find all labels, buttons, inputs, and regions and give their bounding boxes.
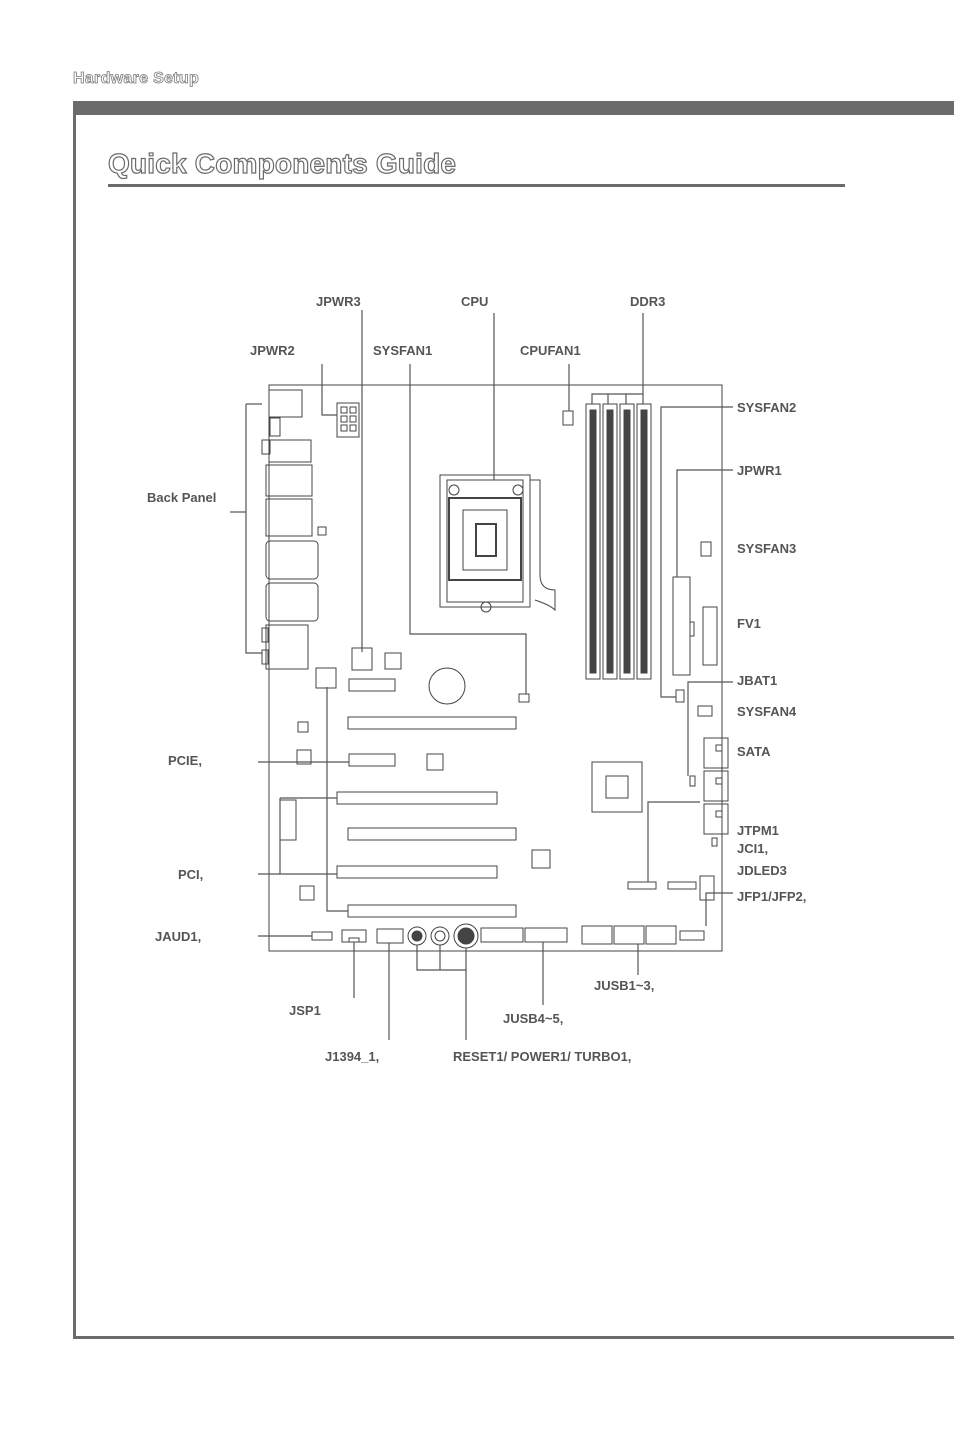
jci1-header: [712, 838, 717, 846]
sysfan2-header: [676, 690, 684, 702]
label-reset-power-turbo: RESET1/ POWER1/ TURBO1,: [453, 1049, 631, 1064]
label-jsp1: JSP1: [289, 1003, 321, 1018]
label-jbat1: JBAT1: [737, 673, 777, 688]
reset-power-turbo-buttons: [408, 924, 478, 948]
jusb1-3-headers: [582, 926, 704, 944]
label-jaud1: JAUD1,: [155, 929, 201, 944]
jsp1-header: [342, 930, 366, 942]
cpu-socket: [440, 475, 555, 612]
jfp-header: [700, 876, 714, 900]
pcie-x16-slots: [348, 717, 516, 917]
label-jpwr1: JPWR1: [737, 463, 782, 478]
sysfan4-header: [698, 706, 712, 716]
label-j1394: J1394_1,: [325, 1049, 379, 1064]
jdled3-header: [668, 882, 696, 889]
label-jusb4-5: JUSB4~5,: [503, 1011, 563, 1026]
sata-ports: [704, 738, 728, 834]
label-jdled3: JDLED3: [737, 863, 787, 878]
fv1-header: [703, 607, 717, 665]
back-panel-connectors: [262, 390, 326, 669]
jpwr2-pins: [341, 407, 356, 431]
jbat1-jumper: [690, 776, 695, 786]
pci-slots: [337, 792, 497, 878]
label-sysfan4: SYSFAN4: [737, 704, 797, 719]
label-sysfan2: SYSFAN2: [737, 400, 796, 415]
jaud1-header: [312, 932, 332, 940]
label-jpwr2: JPWR2: [250, 343, 295, 358]
label-fv1: FV1: [737, 616, 761, 631]
jpwr1-connector: [673, 577, 690, 675]
chipset: [592, 762, 642, 812]
label-sysfan3: SYSFAN3: [737, 541, 796, 556]
jtpm1-header: [628, 882, 656, 889]
label-sysfan1: SYSFAN1: [373, 343, 432, 358]
label-cpufan1: CPUFAN1: [520, 343, 581, 358]
sysfan3-header: [701, 542, 711, 556]
pcie-x1-slots: [349, 679, 395, 766]
label-pci: PCI,: [178, 867, 203, 882]
cpufan1-header: [563, 411, 573, 425]
label-jtpm1: JTPM1: [737, 823, 779, 838]
label-ddr3: DDR3: [630, 294, 665, 309]
jusb4-5-headers: [481, 928, 567, 942]
ddr3-slots: [586, 404, 651, 679]
label-pcie: PCIE,: [168, 753, 202, 768]
label-sata: SATA: [737, 744, 771, 759]
label-jusb1-3: JUSB1~3,: [594, 978, 654, 993]
label-jci1: JCI1,: [737, 841, 768, 856]
label-jpwr3: JPWR3: [316, 294, 361, 309]
label-jfp: JFP1/JFP2,: [737, 889, 806, 904]
j1394-header: [377, 929, 403, 943]
label-cpu: CPU: [461, 294, 488, 309]
misc-chips: [280, 648, 550, 900]
label-back-panel: Back Panel: [147, 490, 216, 505]
